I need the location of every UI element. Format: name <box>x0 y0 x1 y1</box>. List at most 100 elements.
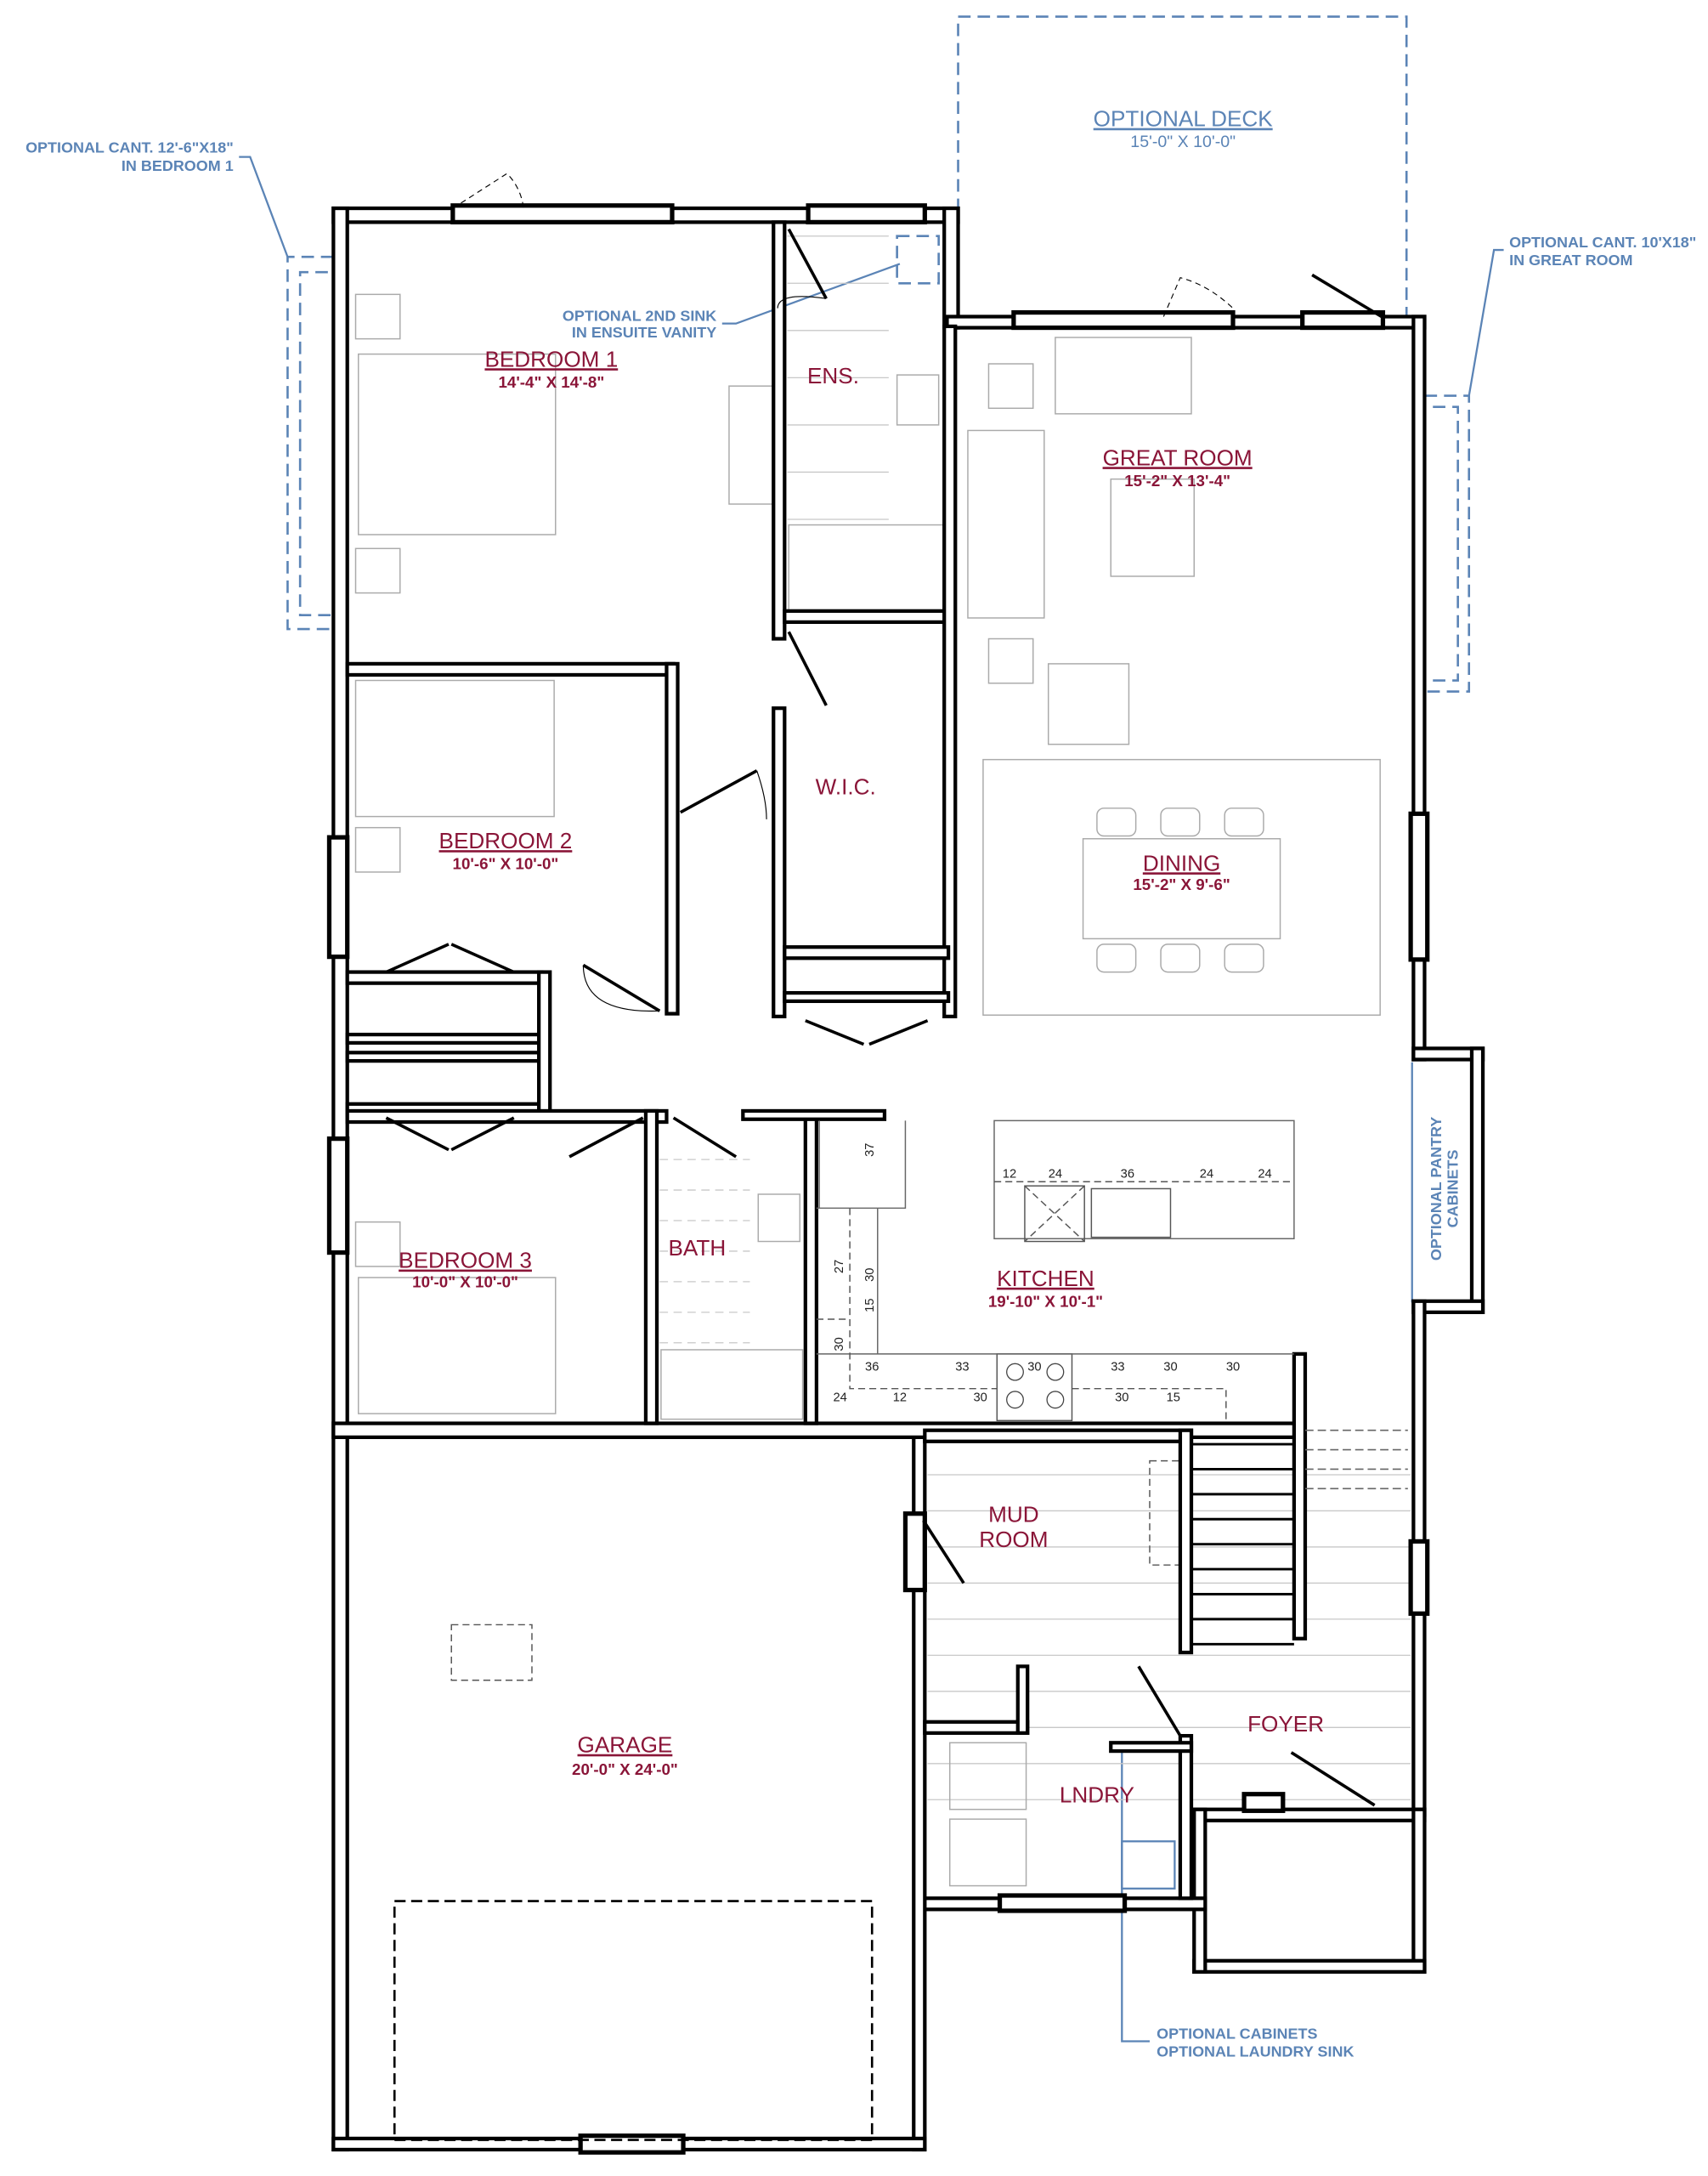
dryer <box>948 1818 1027 1887</box>
wall <box>345 970 544 985</box>
door[interactable] <box>1290 1751 1376 1807</box>
cabinet-size: 12 <box>1003 1167 1016 1181</box>
window <box>450 203 675 225</box>
kitchen-sink <box>1090 1187 1172 1238</box>
optional-cant-great-room-outline <box>1413 394 1471 693</box>
wall <box>772 706 787 1018</box>
area-rug <box>982 758 1381 1016</box>
room-dims-bedroom3: 10'-0" X 10'-0" <box>412 1272 518 1290</box>
wall <box>783 945 951 960</box>
dining-table <box>1082 838 1281 940</box>
bed <box>358 353 557 536</box>
door[interactable] <box>1311 273 1383 319</box>
washer <box>948 1742 1027 1810</box>
dining-chair <box>1096 808 1137 837</box>
second-sink-note: IN ENSUITE VANITY <box>572 324 716 341</box>
furniture <box>354 293 1381 1887</box>
window <box>1011 309 1236 331</box>
cabinet-size: 30 <box>833 1337 846 1351</box>
wall <box>783 609 951 625</box>
door[interactable] <box>582 963 661 1012</box>
pantry-shelf <box>1149 1459 1181 1566</box>
vanity-sink <box>896 374 940 426</box>
door[interactable] <box>568 1116 644 1159</box>
wall <box>942 206 960 330</box>
cabinet-size: 30 <box>1027 1360 1041 1374</box>
window <box>1241 1792 1286 1813</box>
door[interactable] <box>922 1519 965 1584</box>
room-label-laundry: LNDRY <box>1060 1782 1134 1808</box>
coffee-table <box>1110 478 1195 577</box>
room-label-dining: DINING <box>1143 850 1220 876</box>
window <box>997 1893 1128 1913</box>
dining-chair <box>1096 944 1137 973</box>
room-dims-dining: 15'-2" X 9'-6" <box>1133 876 1230 893</box>
attic-hatch <box>450 1624 533 1681</box>
door[interactable] <box>385 1116 515 1152</box>
wall <box>741 1108 887 1121</box>
laundry-option-note: OPTIONAL CABINETS <box>1157 2025 1317 2042</box>
upper-cabinet-sizes: 24 12 30 30 15 <box>833 1391 1179 1404</box>
cabinet-size: 37 <box>863 1143 877 1157</box>
room-label-ensuite: ENS. <box>807 363 859 388</box>
wall <box>643 1108 659 1425</box>
armchair <box>1047 663 1130 745</box>
cabinet-size: 15 <box>1167 1391 1180 1404</box>
dining-chair <box>1224 808 1264 837</box>
cabinet-size: 30 <box>863 1268 877 1282</box>
wall <box>1292 1352 1308 1640</box>
wall <box>1178 1733 1194 1901</box>
bed <box>354 679 555 818</box>
nightstand <box>354 293 401 340</box>
door[interactable] <box>385 943 515 974</box>
room-label-bath: BATH <box>669 1235 727 1261</box>
bathtub <box>660 1349 804 1420</box>
doors <box>385 173 1383 1807</box>
wall <box>1178 1428 1194 1655</box>
door[interactable] <box>787 631 828 706</box>
room-dims-garage: 20'-0" X 24'-0" <box>572 1760 678 1778</box>
cant-great-room-leader <box>1468 248 1504 396</box>
door[interactable] <box>1137 1665 1182 1737</box>
side-table <box>987 363 1034 410</box>
cabinet-size: 30 <box>1163 1360 1177 1374</box>
wall <box>942 324 958 1018</box>
cabinet-size: 24 <box>1258 1167 1271 1181</box>
optional-laundry-sink <box>1121 1840 1176 1890</box>
cabinet-size: 33 <box>1111 1360 1124 1374</box>
window <box>326 1136 350 1255</box>
room-label-kitchen: KITCHEN <box>997 1266 1094 1291</box>
cabinet-size: 33 <box>955 1360 969 1374</box>
wall <box>537 970 552 1117</box>
wall <box>345 661 676 677</box>
wall <box>345 1032 544 1046</box>
room-label-mud-room: ROOM <box>979 1527 1048 1552</box>
pantry-note: OPTIONAL PANTRY <box>1428 1117 1445 1261</box>
dining-chair <box>1160 944 1201 973</box>
door[interactable] <box>805 1019 929 1046</box>
room-dims-bedroom2: 10'-6" X 10'-0" <box>453 855 559 873</box>
nightstand <box>354 547 401 594</box>
sofa <box>967 429 1045 619</box>
door[interactable] <box>672 1116 738 1159</box>
base-cabinet-sizes: 36 33 30 33 30 30 <box>865 1360 1240 1374</box>
room-dims-kitchen: 19'-10" X 10'-1" <box>988 1292 1103 1310</box>
optional-cant-bedroom1-outline <box>286 255 348 631</box>
door[interactable] <box>679 769 758 814</box>
stairs <box>1191 1429 1408 1646</box>
room-label-bedroom3: BEDROOM 3 <box>399 1248 532 1273</box>
room-label-mud-room: MUD <box>988 1502 1039 1527</box>
room-dims-bedroom1: 14'-4" X 14'-8" <box>498 373 604 391</box>
cant-great-room-note: IN GREAT ROOM <box>1509 252 1632 269</box>
door[interactable] <box>787 228 828 300</box>
side-table <box>987 638 1034 684</box>
window <box>1300 309 1386 331</box>
cabinet-size: 24 <box>833 1391 846 1404</box>
room-label-bedroom1: BEDROOM 1 <box>484 346 618 371</box>
dining-chair <box>1224 944 1264 973</box>
window <box>806 203 927 225</box>
wall <box>1192 1958 1427 1974</box>
vanity-sink <box>757 1193 801 1243</box>
cabinet-size: 15 <box>863 1299 877 1312</box>
